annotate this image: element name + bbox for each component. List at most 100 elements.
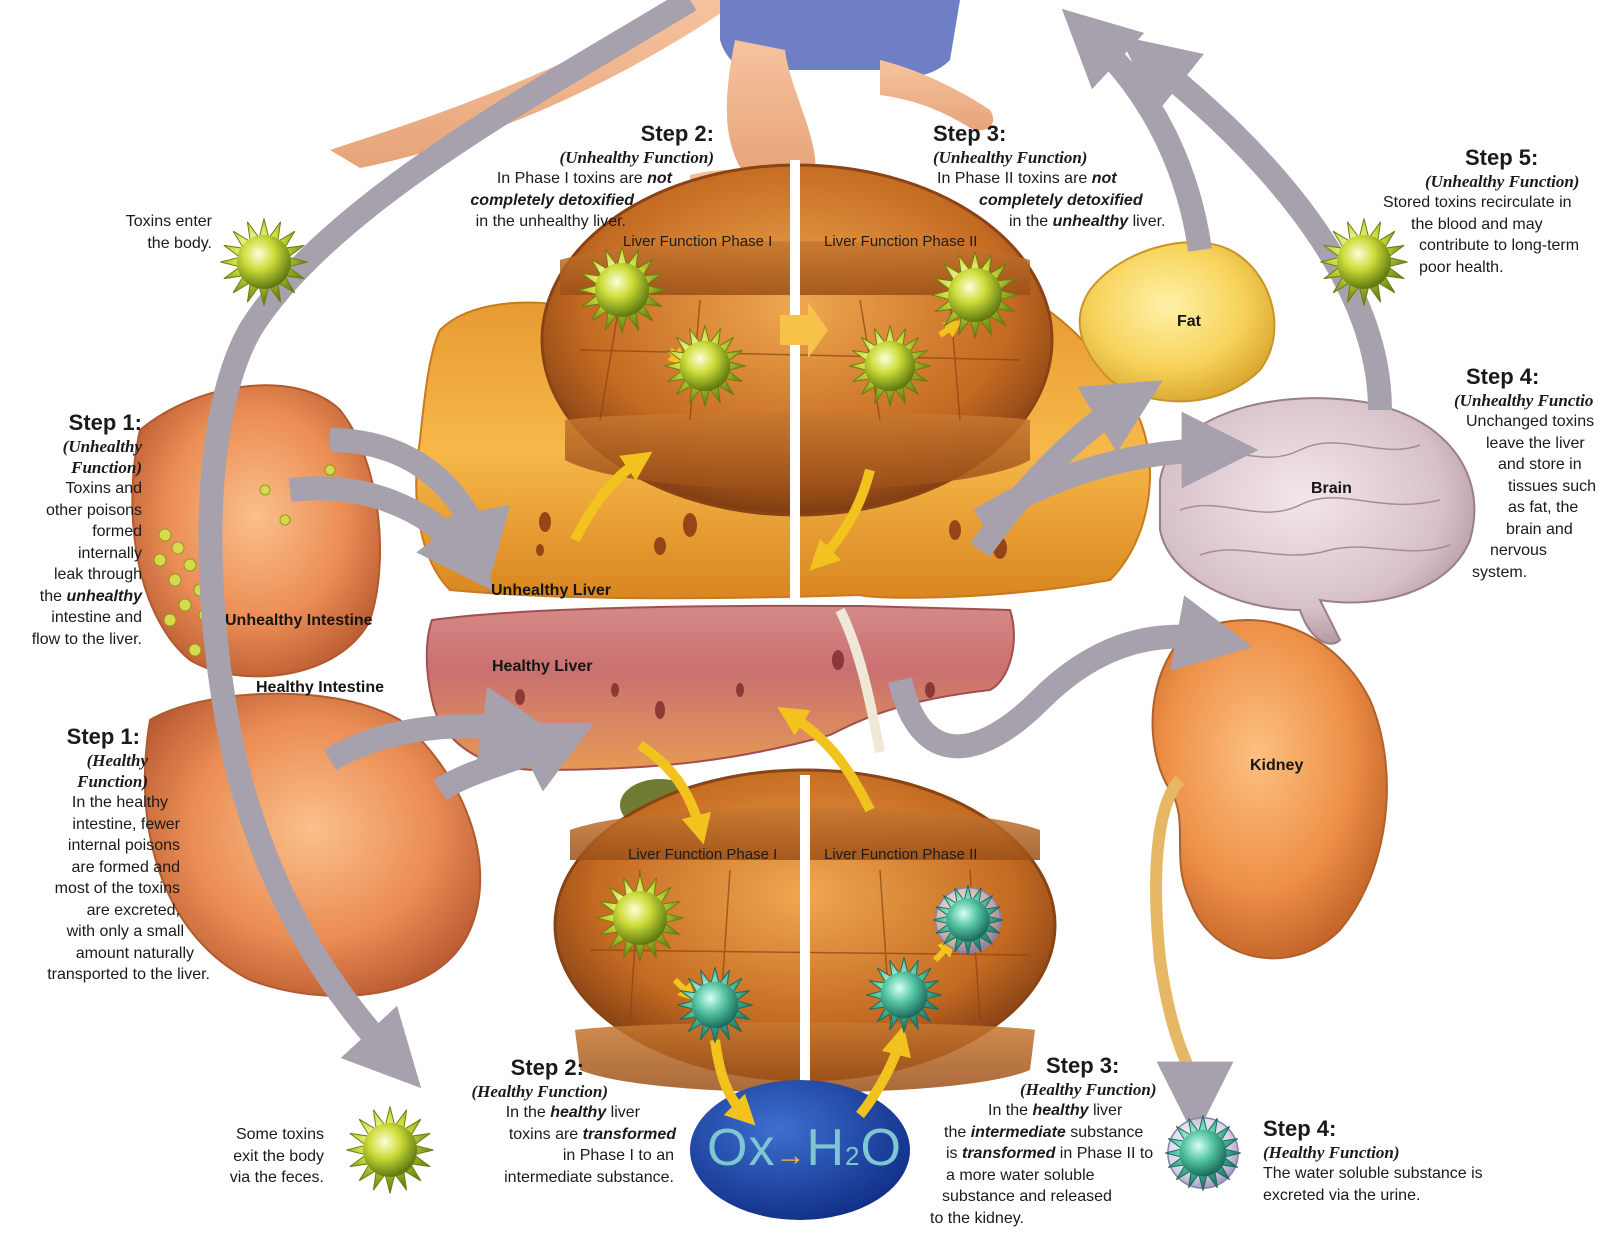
kidney-organ	[1153, 620, 1387, 1070]
step-line: toxins are transformed	[440, 1124, 676, 1146]
step-line: intestine, fewer	[20, 814, 180, 836]
unhealthy-step1-text: Step 1: (Unhealthy Function) Toxins and …	[0, 410, 142, 650]
subscript-2: 2	[845, 1141, 860, 1171]
text-part: the	[40, 588, 67, 605]
step-line: the intermediate substance	[928, 1122, 1178, 1144]
text-part: in the	[1009, 213, 1053, 230]
step-line: the unhealthy	[0, 586, 142, 608]
step-line: leak through	[0, 564, 142, 586]
caption-line: exit the body	[200, 1146, 324, 1168]
step-title: Step 3:	[928, 1053, 1178, 1079]
unhealthy-step3-text: Step 3: (Unhealthy Function) In Phase II…	[933, 121, 1193, 233]
step-line: Stored toxins recirculate in	[1383, 192, 1599, 214]
toxin-phase1-out-icon	[664, 325, 745, 406]
emphasis-text: transformed	[962, 1145, 1055, 1162]
text-part: the	[944, 1124, 971, 1141]
step-subtitle: (Unhealthy Functio	[1452, 390, 1599, 411]
step-line: to the kidney.	[928, 1208, 1178, 1230]
o-text: O	[860, 1119, 901, 1177]
intermediate-substance-icon	[866, 957, 941, 1032]
ox-h2o-label: Ox→H2O	[707, 1118, 902, 1178]
step-line: nervous	[1452, 540, 1599, 562]
step-line: with only a small	[20, 921, 184, 943]
water-soluble-substance-icon	[933, 885, 1003, 955]
healthy-intestine-label: Healthy Intestine	[256, 679, 384, 697]
step-line: leave the liver	[1452, 433, 1599, 455]
step-line: system.	[1452, 562, 1599, 584]
toxin-phase1-icon	[579, 247, 666, 334]
step-line: and store in	[1452, 454, 1599, 476]
text-part: In the	[988, 1102, 1032, 1119]
text-part: liver.	[1128, 213, 1165, 230]
step-line: In the healthy	[20, 792, 168, 814]
step-line: a more water soluble	[928, 1165, 1178, 1187]
healthy-step3-text: Step 3: (Healthy Function) In the health…	[928, 1053, 1178, 1229]
caption-line: Some toxins	[200, 1124, 324, 1146]
step-line: intermediate substance.	[440, 1167, 674, 1189]
step-subtitle: Function)	[0, 457, 142, 478]
text-part: toxins are	[509, 1126, 583, 1143]
healthy-step1-text: Step 1: (Healthy Function) In the health…	[20, 724, 210, 986]
toxin-healthy-phase1-icon	[597, 875, 684, 962]
caption-line: via the feces.	[200, 1167, 324, 1189]
phase2-label-top: Liver Function Phase II	[824, 233, 977, 250]
step-title: Step 4:	[1263, 1116, 1523, 1142]
step-line: contribute to long-term	[1383, 235, 1599, 257]
text-part: In Phase II toxins are	[937, 170, 1092, 187]
step-line: completely detoxified	[933, 190, 1193, 212]
step-line: In Phase II toxins are not	[933, 168, 1193, 190]
step-line: are formed and	[20, 857, 180, 879]
step-line: the blood and may	[1383, 214, 1599, 236]
phase1-label-top: Liver Function Phase I	[623, 233, 772, 250]
healthy-step4-text: Step 4: (Healthy Function) The water sol…	[1263, 1116, 1523, 1206]
unhealthy-step4-text: Step 4: (Unhealthy Functio Unchanged tox…	[1452, 364, 1599, 583]
emphasis-text: unhealthy	[1053, 213, 1129, 230]
emphasis-text: transformed	[583, 1126, 676, 1143]
step-line: transported to the liver.	[20, 964, 210, 986]
text-part: liver	[606, 1104, 640, 1121]
step-title: Step 5:	[1383, 145, 1599, 171]
step-line: Unchanged toxins	[1452, 411, 1599, 433]
step-line: formed	[0, 521, 142, 543]
step-line: are excreted,	[20, 900, 180, 922]
unhealthy-liver-label: Unhealthy Liver	[491, 582, 611, 600]
step-subtitle: (Healthy Function)	[1263, 1142, 1523, 1163]
step-title: Step 4:	[1452, 364, 1599, 390]
emphasis-text: completely detoxified	[470, 192, 634, 209]
step-line: poor health.	[1383, 257, 1599, 279]
toxins-exit-caption: Some toxins exit the body via the feces.	[200, 1124, 324, 1189]
phase2-label-bottom: Liver Function Phase II	[824, 846, 977, 863]
text-part: is	[946, 1145, 962, 1162]
step-subtitle: (Unhealthy Function)	[420, 147, 714, 168]
step-line: Toxins and	[0, 478, 142, 500]
text-part: liver	[1089, 1102, 1123, 1119]
brain-label: Brain	[1311, 480, 1352, 498]
step-subtitle: (Healthy	[20, 750, 148, 771]
step-line: In the healthy liver	[928, 1100, 1178, 1122]
h-text: H	[806, 1119, 845, 1177]
toxins-enter-caption: Toxins enter the body.	[96, 211, 212, 254]
step-line: is transformed in Phase II to	[928, 1143, 1178, 1165]
step-line: in Phase I to an	[440, 1145, 674, 1167]
healthy-step2-text: Step 2: (Healthy Function) In the health…	[440, 1055, 680, 1188]
phase1-label-bottom: Liver Function Phase I	[628, 846, 777, 863]
unhealthy-intestine-label: Unhealthy Intestine	[225, 612, 373, 630]
unhealthy-step5-text: Step 5: (Unhealthy Function) Stored toxi…	[1383, 145, 1599, 278]
step-subtitle: Function)	[20, 771, 148, 792]
step-subtitle: (Healthy Function)	[928, 1079, 1178, 1100]
text-part: in Phase II to	[1055, 1145, 1153, 1162]
step-line: flow to the liver.	[0, 629, 142, 651]
step-line: The water soluble substance is	[1263, 1163, 1523, 1185]
ox-text: Ox	[707, 1119, 775, 1177]
step-subtitle: (Healthy Function)	[440, 1081, 608, 1102]
emphasis-text: healthy	[1032, 1102, 1088, 1119]
emphasis-text: not	[647, 170, 672, 187]
arrow-text: →	[775, 1139, 806, 1172]
step-subtitle: (Unhealthy Function)	[1383, 171, 1599, 192]
step-title: Step 1:	[20, 724, 140, 750]
step-line: internally	[0, 543, 142, 565]
kidney-label: Kidney	[1250, 757, 1303, 775]
step-line: most of the toxins	[20, 878, 180, 900]
healthy-liver-label: Healthy Liver	[492, 658, 592, 676]
text-part: substance	[1066, 1124, 1143, 1141]
